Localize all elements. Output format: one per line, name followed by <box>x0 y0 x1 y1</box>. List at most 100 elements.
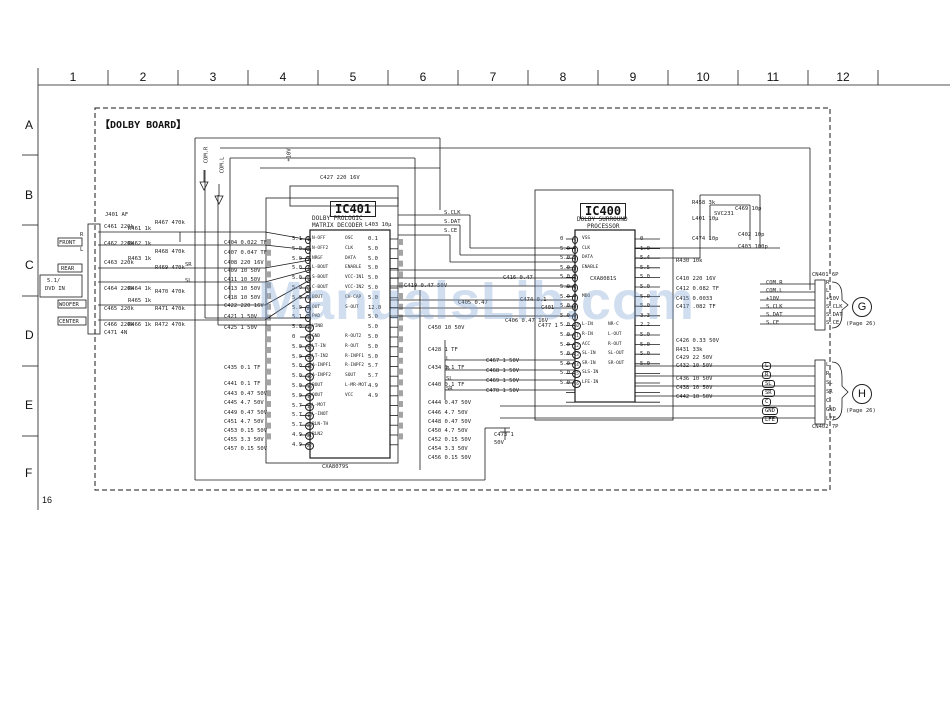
ic401-pin-number: 10 <box>305 324 314 333</box>
ic400-pin-number: 3 <box>572 255 579 264</box>
cap-label: C449 0.47 50V <box>224 410 268 416</box>
misc-part-label: C401 <box>541 305 555 311</box>
ic401-right-voltage: 5.0 <box>368 314 378 321</box>
cap-c473-v: 50V <box>494 440 504 446</box>
part-label: R463 1k <box>128 256 152 262</box>
ic401-pin-label: L-BOUT <box>312 265 329 271</box>
cap-label: C440 0.1 TF <box>428 382 465 388</box>
ic401-pin-number: 1 <box>305 236 312 244</box>
input-woofer: WOOFER <box>59 302 79 308</box>
ic401-left-voltage: 5.0 <box>292 275 302 282</box>
ic400-pin-number: 6 <box>572 284 579 292</box>
cap-c469: C469 1 50V <box>486 378 520 384</box>
ic400-right-voltage: 5.0 <box>640 332 650 338</box>
grid-column-8: 8 <box>559 70 567 84</box>
cap-label: C404 0.022 TF <box>224 240 268 246</box>
part-label: C462 220k <box>104 241 134 247</box>
label-plus10v: +10V <box>286 148 293 162</box>
cap-label: C422 220 16V <box>224 303 264 309</box>
ic401-pin-label: A-INPF1 <box>312 363 331 369</box>
part-label: R468 470k <box>155 249 185 255</box>
ic400-pin-label: L-IN <box>582 322 593 328</box>
ic400-pin-number: 1 <box>572 236 579 244</box>
ic401-pin-label: SOUT <box>345 373 356 379</box>
ic401-pin-label: L-INOT <box>312 412 329 418</box>
ic400-right-voltage: 5.0 <box>640 351 650 358</box>
ic401-right-voltage: 5.0 <box>368 353 378 360</box>
ic400-pin-number: 12 <box>572 341 581 350</box>
ic401-pin-label: BOUT <box>312 294 323 300</box>
grid-column-12: 12 <box>836 70 850 84</box>
grid-column-4: 4 <box>279 70 287 84</box>
part-label: C464 220k <box>104 286 134 292</box>
ic400-pin-number: 16 <box>572 380 581 388</box>
part-label: R470 470k <box>155 289 185 295</box>
connector-g-pin-right: S.DAT <box>826 312 843 318</box>
ic401-left-voltage: 5.7 <box>292 422 302 429</box>
cap-label: C428 1 TF <box>428 347 458 353</box>
ic401-pin-label: L-MOT <box>312 402 326 408</box>
cap-label: C448 0.47 50V <box>428 419 472 425</box>
connector-h-marker: H <box>852 384 872 404</box>
cap-c468: C468 1 50V <box>486 368 520 374</box>
sig-l: L <box>446 356 450 362</box>
ic400-pin-number: 14 <box>572 360 581 369</box>
connector-g-pin: COM.R <box>766 280 783 286</box>
cap-c467: C467 1 50V <box>486 358 520 364</box>
ic400-left-voltage: 5.0 <box>560 332 570 338</box>
j401-label: J401 AF <box>105 212 129 218</box>
ic401-left-voltage: 5.0 <box>292 353 302 360</box>
ic401-pin-label: S-OUT <box>345 304 359 310</box>
ic400-ref: CXA8081S <box>590 276 617 282</box>
ic400-pin-number: 11 <box>572 332 581 340</box>
ic400-right-voltage: 5.5 <box>640 264 650 271</box>
grid-column-11: 11 <box>766 70 780 84</box>
cap-c473: C473 1 <box>494 432 514 438</box>
osc-part-label: L401 10μ <box>692 216 719 222</box>
ic400-right-voltage: 2.2 <box>640 322 650 329</box>
ic401-left-voltage: 0 <box>292 334 296 340</box>
connector-g-pin-right: +10V <box>826 296 840 302</box>
ic400-right-voltage: 1.0 <box>640 245 650 252</box>
ic401-left-voltage: 5.0 <box>292 324 302 331</box>
ic400-right-voltage: 5.0 <box>640 303 650 310</box>
sig-sl: SL <box>446 376 453 382</box>
connector-g-page: (Page 26) <box>846 321 876 327</box>
ic401-pin-label: NRGF <box>312 255 323 261</box>
ch-sl: SL <box>185 278 192 284</box>
connector-h-pin: L <box>762 362 772 370</box>
grid-row-C: C <box>25 258 34 272</box>
ic401-left-voltage: 5.0 <box>292 304 302 311</box>
part-label: R469 470k <box>155 265 185 271</box>
cap-label: C415 0.0033 <box>676 296 713 302</box>
label-coml: COM.L <box>219 156 226 174</box>
grid-column-1: 1 <box>69 70 77 84</box>
ic401-right-voltage: 5.0 <box>368 334 378 340</box>
ic400-left-voltage: 0 <box>560 236 564 242</box>
ic401-pin-number: 20 <box>305 422 314 431</box>
ic401-left-voltage: 5.0 <box>292 373 302 380</box>
cap-label: C450 10 50V <box>428 325 465 331</box>
cap-label: C425 1 50V <box>224 325 258 331</box>
ic401-pin-number: 7 <box>305 294 312 303</box>
ic400-right-voltage: 3.3 <box>640 312 650 319</box>
board-title: 【DOLBY BOARD】 <box>100 120 187 131</box>
ic401-pin-label: R-INPF2 <box>345 363 364 369</box>
ic401-right-voltage: 5.0 <box>368 343 378 350</box>
ic401-pin-label: L-MR-MOT <box>345 383 367 388</box>
connector-h-ref: CN402 7P <box>812 424 839 430</box>
ic400-pin-label: MDO <box>582 293 591 299</box>
ic400-pin-number: 2 <box>572 245 579 254</box>
connector-h-pin-right: GND <box>826 407 836 413</box>
ic401-left-voltage: 5.0 <box>292 285 302 291</box>
ic400-pin-number: 9 <box>572 312 579 321</box>
ic401-pin-label: CH-CAP <box>345 294 362 300</box>
ic401-pin-label: S-BOUT <box>312 275 329 281</box>
ic401-pin-number: 21 <box>305 432 314 440</box>
ic400-pin-number: 10 <box>572 322 581 331</box>
ic401-pin-label: DATA <box>345 255 356 261</box>
ic401-left-voltage: 5.0 <box>292 294 302 301</box>
cap-label: C435 0.1 TF <box>224 365 261 371</box>
ic401-right-voltage: 5.7 <box>368 373 378 380</box>
